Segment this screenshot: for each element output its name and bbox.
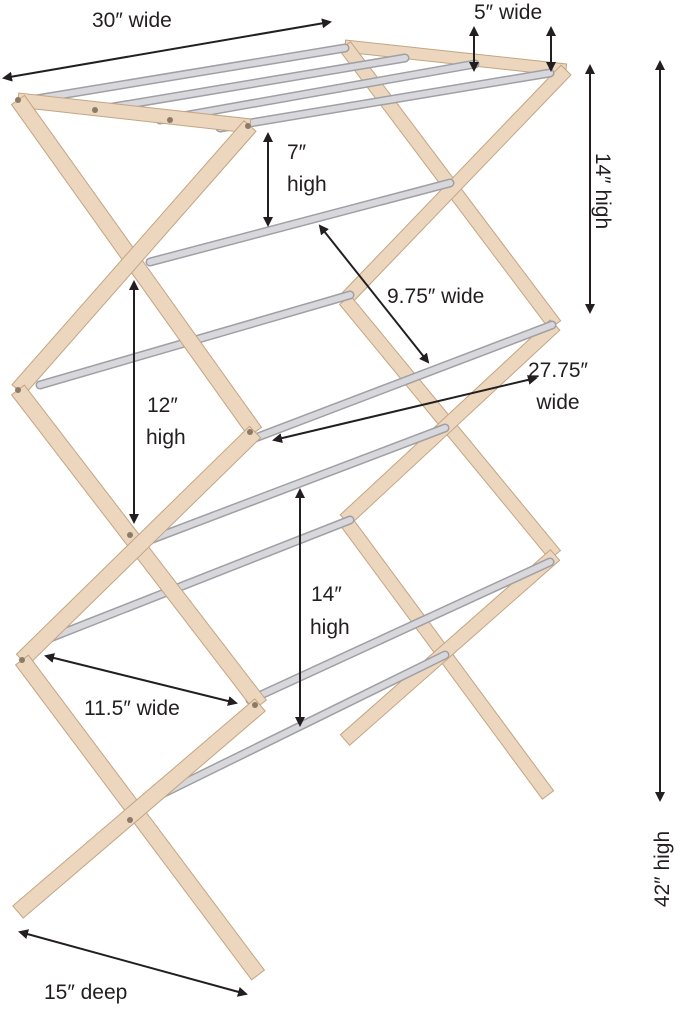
hinge-pin	[19, 657, 25, 663]
drying-rod	[245, 320, 557, 445]
hinge-pin	[92, 107, 98, 113]
lower-width-value: 27.75″	[528, 359, 588, 382]
base-depth-label: 15″ deep	[44, 981, 128, 1004]
hinge-pin	[15, 387, 21, 393]
back-leg	[339, 319, 561, 526]
middle-depth-arrow	[318, 224, 430, 364]
drying-rod	[145, 423, 450, 545]
drying-rod	[215, 68, 555, 133]
lower-width-unit: wide	[536, 391, 580, 414]
bottom-depth-arrow	[44, 653, 238, 706]
middle-height-value: 12″	[147, 394, 178, 417]
top-depth-label: 5″ wide	[474, 1, 543, 24]
hinge-pin	[127, 817, 133, 823]
lower-height-unit: high	[310, 616, 350, 639]
hinge-pin	[127, 532, 133, 538]
top-spacing-value: 7″	[287, 141, 307, 164]
front-frame	[10, 92, 267, 981]
middle-height-unit: high	[146, 426, 186, 449]
hinge-pin	[167, 117, 173, 123]
bottom-depth-label: 11.5″ wide	[84, 697, 180, 720]
dimension-arrows	[2, 18, 665, 997]
drying-rod	[145, 178, 455, 267]
top-section-height-label: 14″ high	[591, 152, 614, 230]
middle-depth-label: 9.75″ wide	[387, 285, 485, 308]
total-height-label: 42″ high	[651, 830, 674, 908]
hinge-pin	[252, 702, 258, 708]
hinge-pin	[245, 123, 251, 129]
base-depth-arrow	[18, 929, 248, 997]
top-width-label: 30″ wide	[92, 9, 172, 32]
hinge-pin	[247, 429, 253, 435]
front-leg	[12, 698, 266, 919]
front-leg	[15, 425, 262, 667]
top-width-arrow	[2, 18, 332, 82]
lower-width-arrow	[272, 374, 538, 444]
drying-rod	[90, 53, 410, 115]
drying-rod	[155, 59, 480, 125]
hinge-pin	[15, 97, 21, 103]
lower-height-value: 14″	[311, 583, 342, 606]
top-spacing-unit: high	[287, 173, 327, 196]
